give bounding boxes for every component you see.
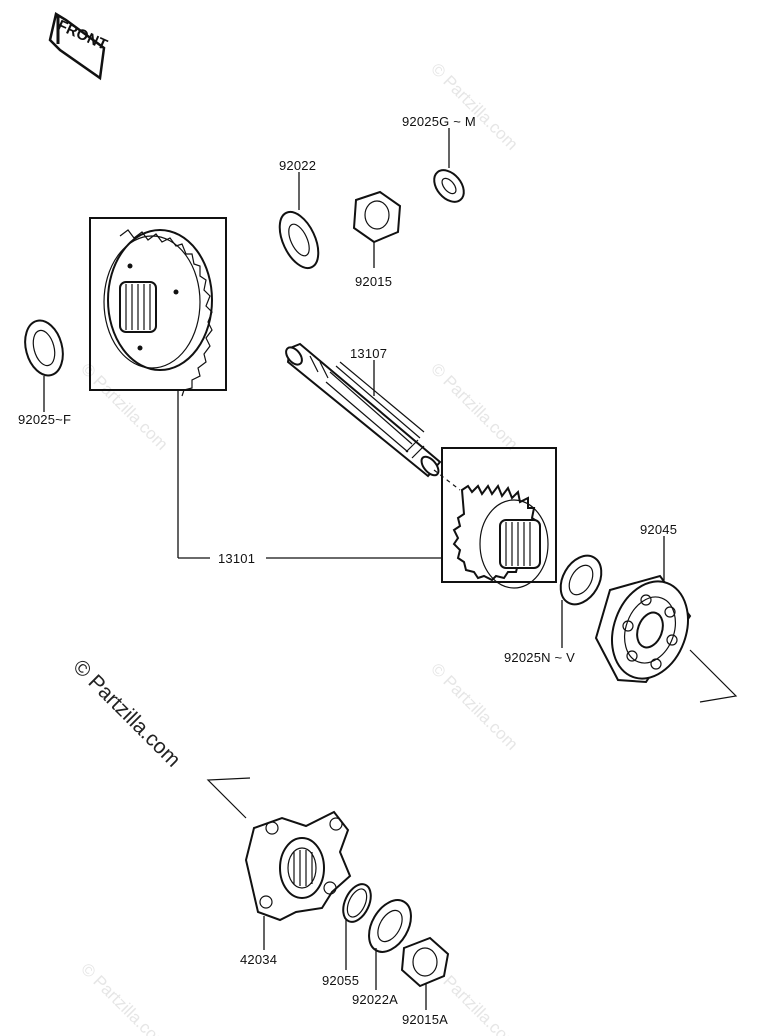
label-92022a: 92022A xyxy=(352,992,398,1007)
front-marker: FRONT xyxy=(48,12,110,81)
label-92055: 92055 xyxy=(322,973,359,988)
bearing-92045[interactable] xyxy=(594,571,701,690)
label-92045: 92045 xyxy=(640,522,677,537)
nut-92015a[interactable] xyxy=(400,936,450,988)
label-92025gm: 92025G ~ M xyxy=(402,114,476,129)
label-42034: 42034 xyxy=(240,952,277,967)
washer-92022a[interactable] xyxy=(360,893,419,959)
label-92015: 92015 xyxy=(355,274,392,289)
gear-box-upper xyxy=(89,217,227,391)
label-92025nv: 92025N ~ V xyxy=(504,650,575,665)
washer-92025f[interactable] xyxy=(19,316,68,379)
nut-92015[interactable] xyxy=(352,190,402,268)
circlip-92055[interactable] xyxy=(338,880,377,926)
label-92015a: 92015A xyxy=(402,1012,448,1027)
watermark-tile: © Partzilla.com xyxy=(77,959,171,1036)
hub-42034[interactable] xyxy=(244,810,352,922)
shaft-13107[interactable] xyxy=(283,342,442,478)
washer-92022[interactable] xyxy=(272,206,326,274)
label-92022: 92022 xyxy=(279,158,316,173)
watermark-tile: © Partzilla.com xyxy=(427,659,521,753)
label-13101: 13101 xyxy=(218,551,255,566)
bevel-gear[interactable] xyxy=(452,483,549,589)
washer-92025gm[interactable] xyxy=(428,164,470,207)
spur-gear[interactable] xyxy=(103,229,213,397)
washer-92025nv[interactable] xyxy=(552,548,609,611)
watermark-main: © Partzilla.com xyxy=(68,655,184,771)
watermark-tile: © Partzilla.com xyxy=(427,359,521,453)
label-13107: 13107 xyxy=(350,346,387,361)
watermark-tile: © Partzilla.com xyxy=(77,359,171,453)
label-92025f: 92025~F xyxy=(18,412,71,427)
gear-box-lower xyxy=(441,447,557,583)
watermark-tile: © Partzilla.com xyxy=(427,59,521,153)
